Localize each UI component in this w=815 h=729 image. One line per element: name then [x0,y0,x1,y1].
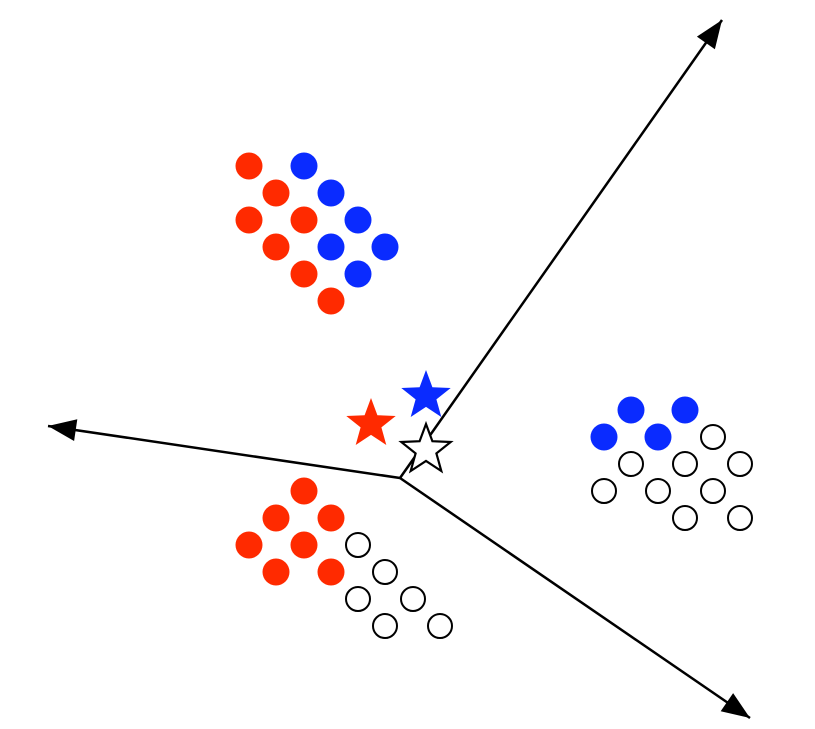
axis-left [47,419,401,480]
red-dot [235,531,263,559]
blue-dot [290,152,318,180]
red-dot [290,477,318,505]
stars-layer [346,370,454,474]
hollow-dot [727,451,753,477]
hollow-dot [372,559,398,585]
hollow-dot [700,424,726,450]
axis-up-right [398,19,724,479]
dots-layer [235,152,753,639]
hollow-dot [672,505,698,531]
hollow-dot [345,532,371,558]
hollow-dot [700,478,726,504]
axis-up-right-arrowhead [696,20,722,50]
hollow-dot [591,478,617,504]
hollow-dot [400,586,426,612]
red-dot [235,152,263,180]
axes-layer [47,19,751,720]
hollow-dot [427,613,453,639]
blue-dot [317,233,345,261]
hollow-dot [727,505,753,531]
red-dot [290,260,318,288]
hollow-star-icon [398,420,454,474]
blue-dot [671,396,699,424]
axis-down-right-arrowhead [720,693,750,718]
hollow-dot [645,478,671,504]
axis-left-arrowhead [48,419,78,441]
blue-dot [644,423,672,451]
red-star-icon [346,398,396,445]
red-dot [262,558,290,586]
right-cluster [590,396,753,531]
blue-dot [371,233,399,261]
blue-dot [344,206,372,234]
axis-down-right [399,476,751,720]
blue-dot [317,179,345,207]
red-dot [290,206,318,234]
hollow-dot [618,451,644,477]
red-dot [317,504,345,532]
hollow-dot [345,586,371,612]
blue-dot [617,396,645,424]
red-dot [317,558,345,586]
blue-star-icon [401,370,451,417]
red-dot [262,179,290,207]
red-dot [290,531,318,559]
top-left-cluster [235,152,399,315]
bottom-left-cluster [235,477,453,639]
red-dot [262,233,290,261]
red-dot [317,287,345,315]
blue-dot [344,260,372,288]
red-dot [262,504,290,532]
blue-dot [590,423,618,451]
hollow-dot [372,613,398,639]
hollow-dot [672,451,698,477]
red-dot [235,206,263,234]
